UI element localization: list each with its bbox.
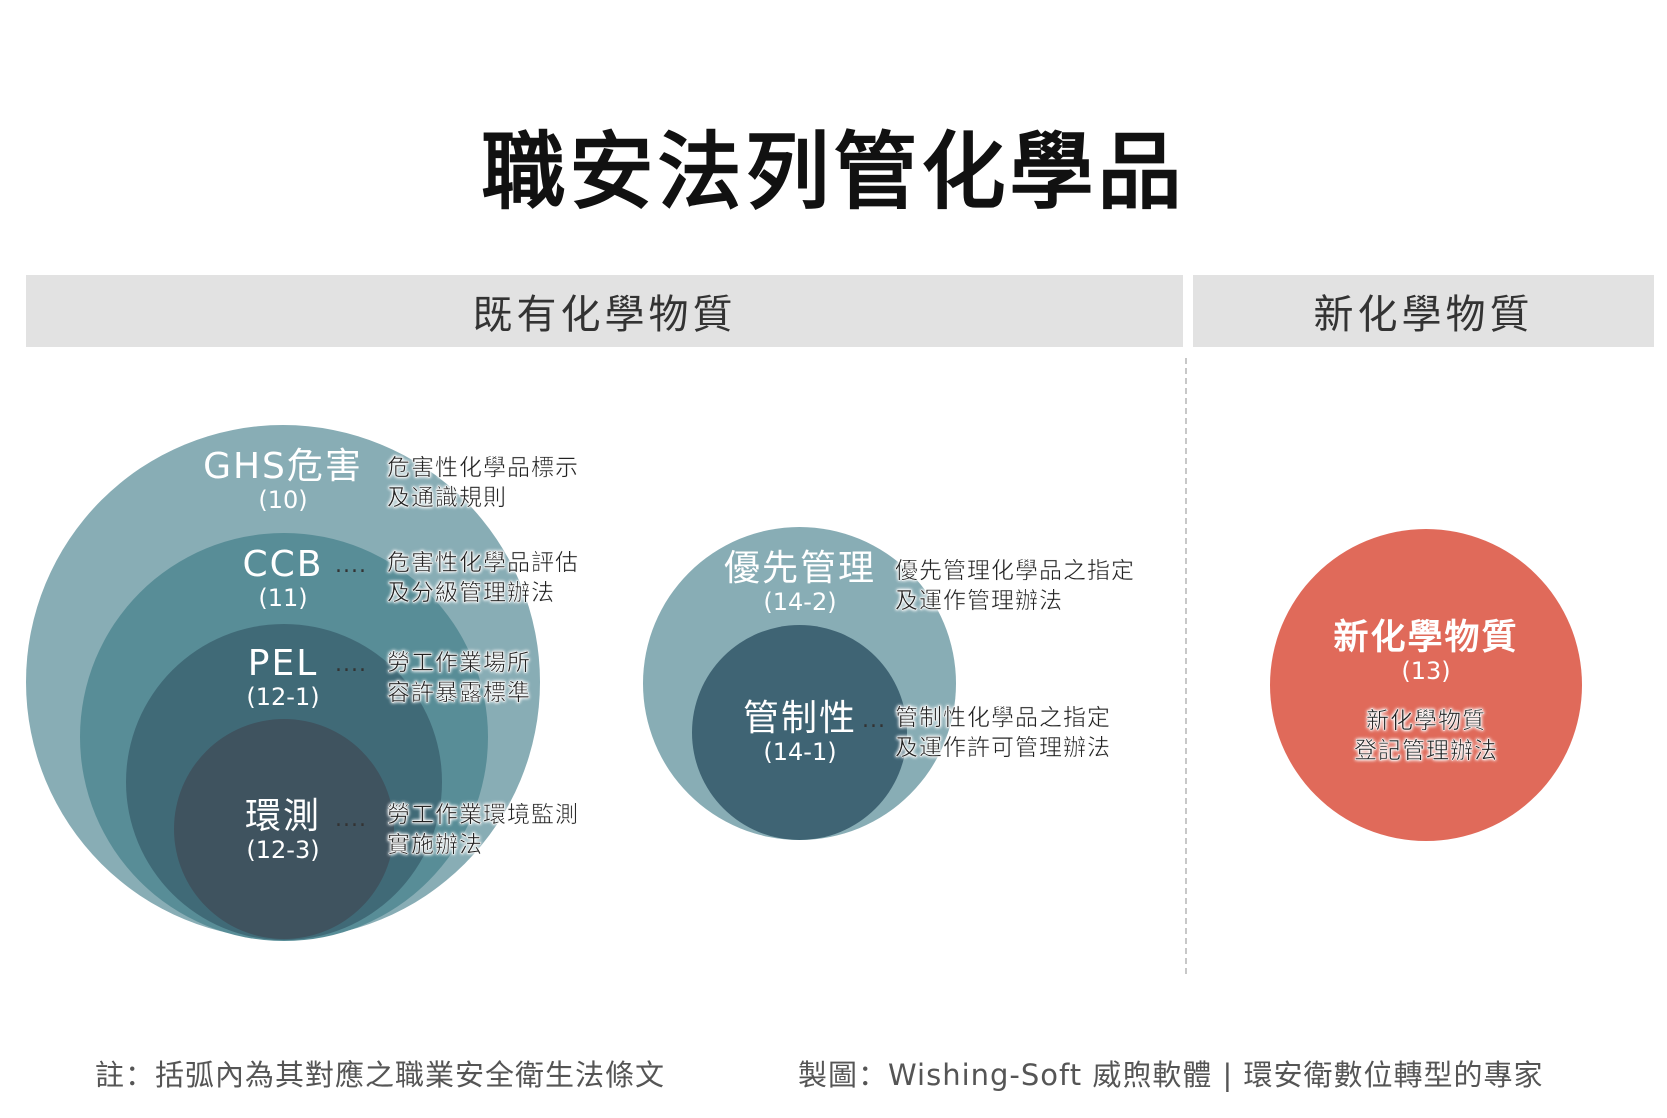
section-divider: [1185, 358, 1187, 974]
priority-article: (14-2): [763, 588, 837, 617]
env-desc-line: 實施辦法: [387, 832, 483, 859]
env-name: 環測: [244, 796, 321, 837]
ghs-description: 危害性化學品標示 及通識規則: [387, 453, 579, 514]
pel-desc-line: 容許暴露標準: [387, 680, 531, 707]
ghs-name: GHS危害: [203, 446, 363, 487]
page-title: 職安法列管化學品: [481, 123, 1186, 221]
priority-description: 優先管理化學品之指定 及運作管理辦法: [895, 556, 1135, 617]
controlled-desc-line: 管制性化學品之指定: [895, 705, 1111, 732]
priority-name: 優先管理: [723, 548, 876, 589]
pel-article: (12-1): [246, 683, 320, 712]
ccb-article: (11): [258, 584, 308, 613]
env-label: 環測 (12-3): [183, 796, 383, 865]
ccb-leader: ....: [335, 553, 367, 578]
ghs-desc-line: 危害性化學品標示: [387, 455, 579, 482]
pel-leader: ....: [335, 652, 367, 677]
ccb-description: 危害性化學品評估 及分級管理辦法: [387, 548, 579, 609]
ghs-article: (10): [258, 486, 308, 515]
ccb-desc-line: 危害性化學品評估: [387, 550, 579, 577]
controlled-leader: ...: [862, 708, 886, 733]
controlled-desc-line: 及運作許可管理辦法: [895, 735, 1111, 762]
ccb-desc-line: 及分級管理辦法: [387, 580, 555, 607]
env-article: (12-3): [246, 836, 320, 865]
pel-label: PEL (12-1): [183, 643, 383, 712]
pel-name: PEL: [247, 643, 319, 684]
new-desc-line: 新化學物質: [1366, 708, 1486, 735]
new-substance-label: 新化學物質 (13): [1270, 618, 1582, 686]
new-substance-name: 新化學物質: [1333, 618, 1519, 658]
new-substance-circle: [1270, 529, 1582, 841]
env-leader: ....: [335, 807, 367, 832]
new-desc-line: 登記管理辦法: [1354, 738, 1498, 765]
controlled-description: 管制性化學品之指定 及運作許可管理辦法: [895, 703, 1111, 764]
footer-note: 註：括弧內為其對應之職業安全衛生法條文: [95, 1058, 666, 1092]
ccb-label: CCB (11): [183, 544, 383, 613]
controlled-circle: [692, 625, 907, 840]
priority-desc-line: 優先管理化學品之指定: [895, 558, 1135, 585]
new-substance-description: 新化學物質 登記管理辦法: [1270, 706, 1582, 767]
pel-desc-line: 勞工作業場所: [387, 650, 531, 677]
priority-desc-line: 及運作管理辦法: [895, 588, 1063, 615]
section-existing-header: 既有化學物質: [26, 275, 1183, 347]
ghs-label: GHS危害 (10): [183, 446, 383, 515]
pel-description: 勞工作業場所 容許暴露標準: [387, 648, 531, 709]
section-new-header: 新化學物質: [1193, 275, 1654, 347]
controlled-label: 管制性 (14-1): [700, 698, 900, 767]
ghs-desc-line: 及通識規則: [387, 485, 507, 512]
footer-credit: 製圖：Wishing-Soft 威煦軟體 | 環安衛數位轉型的專家: [798, 1058, 1544, 1092]
ccb-name: CCB: [242, 544, 324, 585]
controlled-article: (14-1): [763, 738, 837, 767]
priority-label: 優先管理 (14-2): [700, 548, 900, 617]
env-desc-line: 勞工作業環境監測: [387, 802, 579, 829]
controlled-name: 管制性: [742, 698, 857, 739]
env-description: 勞工作業環境監測 實施辦法: [387, 800, 579, 861]
env-circle: [174, 719, 394, 939]
new-substance-article: (13): [1401, 657, 1451, 686]
